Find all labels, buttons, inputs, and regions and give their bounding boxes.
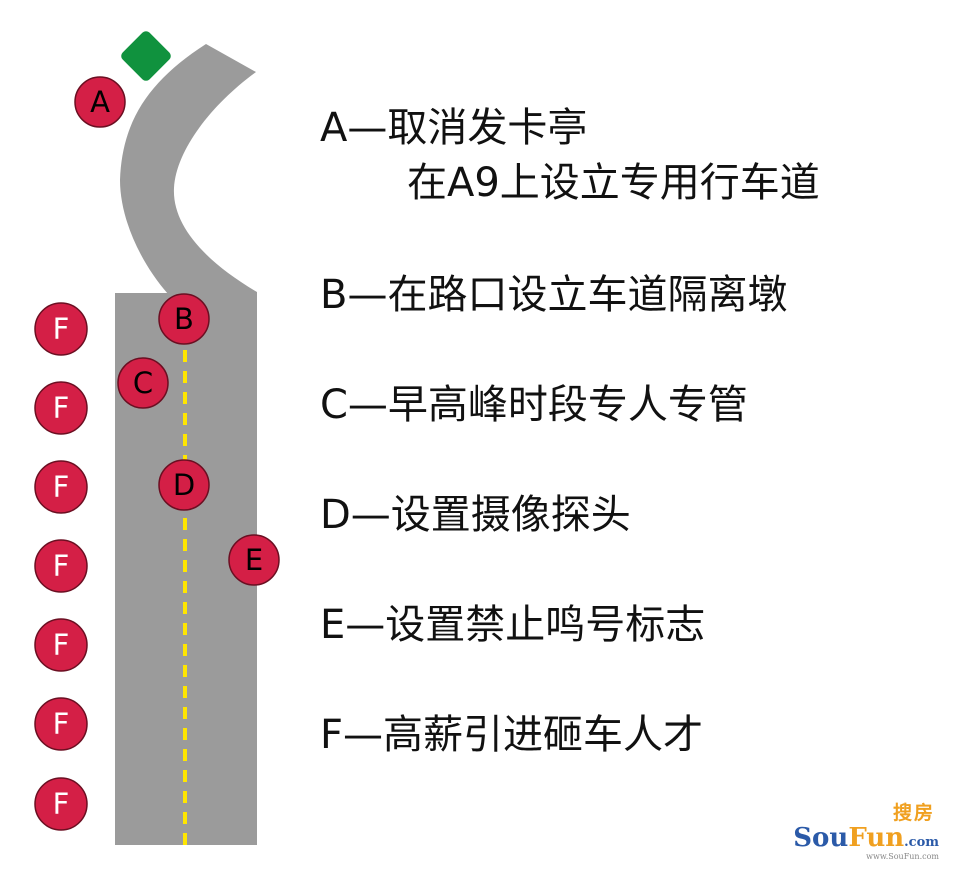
- marker-f: F: [34, 302, 88, 356]
- marker-f: F: [34, 381, 88, 435]
- svg-text:F: F: [53, 549, 70, 583]
- toll-booth-icon: [121, 31, 171, 81]
- svg-text:F: F: [53, 628, 70, 662]
- svg-text:C: C: [133, 366, 153, 400]
- legend-a-line2: 在A9上设立专用行车道: [407, 160, 820, 206]
- watermark-chinese: 搜房: [892, 802, 935, 824]
- legend-d: D—设置摄像探头: [320, 492, 631, 538]
- svg-text:B: B: [174, 302, 194, 336]
- svg-text:F: F: [53, 787, 70, 821]
- marker-f: F: [34, 697, 88, 751]
- svg-text:F: F: [53, 470, 70, 504]
- legend-c: C—早高峰时段专人专管: [320, 382, 748, 428]
- curved-ramp: [120, 44, 257, 294]
- legend-a-line1: A—取消发卡亭: [320, 105, 588, 151]
- marker-c: C: [117, 357, 169, 409]
- svg-text:F: F: [53, 391, 70, 425]
- marker-d: D: [158, 459, 210, 511]
- svg-text:A: A: [90, 85, 110, 119]
- marker-e: E: [228, 534, 280, 586]
- watermark-url: www.SouFun.com: [866, 852, 939, 861]
- legend-b: B—在路口设立车道隔离墩: [320, 272, 788, 318]
- watermark-brand: SouFun.com: [793, 823, 939, 853]
- soufun-watermark: 搜房 SouFun.com www.SouFun.com: [793, 798, 939, 861]
- marker-a: A: [74, 76, 126, 128]
- svg-text:F: F: [53, 312, 70, 346]
- marker-f: F: [34, 460, 88, 514]
- marker-f: F: [34, 539, 88, 593]
- legend-e: E—设置禁止鸣号标志: [320, 602, 706, 648]
- marker-f: F: [34, 777, 88, 831]
- svg-text:E: E: [245, 543, 263, 577]
- marker-b: B: [158, 293, 210, 345]
- legend-f: F—高薪引进砸车人才: [320, 712, 704, 758]
- svg-text:D: D: [173, 468, 195, 502]
- marker-f: F: [34, 618, 88, 672]
- svg-text:F: F: [53, 707, 70, 741]
